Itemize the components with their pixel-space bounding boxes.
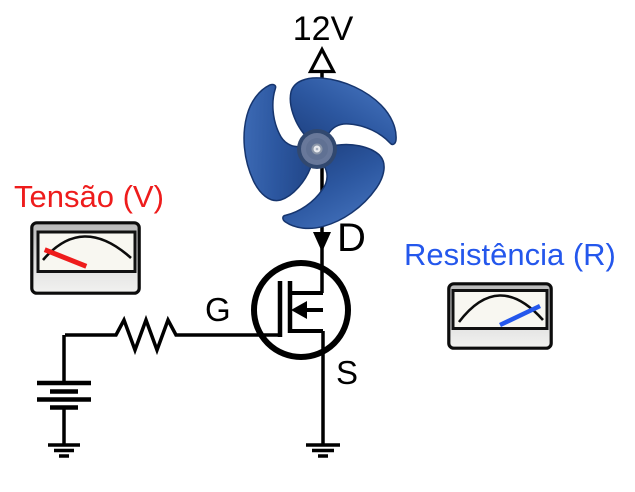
resistance-meter-icon — [447, 282, 553, 350]
gate-terminal-label: G — [205, 291, 231, 328]
fan-hub — [297, 129, 337, 169]
resistor-icon — [65, 314, 280, 356]
fan-icon — [243, 77, 397, 230]
ground-icon — [306, 443, 340, 458]
voltage-needle — [43, 247, 88, 269]
resistance-needle — [499, 303, 541, 328]
source-ground-branch — [306, 331, 340, 458]
supply-voltage-label: 12V — [292, 10, 354, 48]
resistance-meter-title: Resistência (R) — [404, 237, 616, 272]
source-terminal-label: S — [336, 354, 359, 391]
drain-terminal-label: D — [337, 216, 366, 260]
battery-branch — [37, 335, 91, 458]
mosfet-icon — [251, 260, 351, 360]
fan-blades — [243, 77, 397, 230]
voltage-meter-icon — [30, 221, 141, 295]
mosfet-arrow-icon — [291, 301, 307, 319]
supply-up-arrow-icon — [307, 46, 337, 74]
ground-icon — [48, 443, 80, 458]
drain-down-arrow-icon — [313, 232, 331, 252]
voltage-meter-title: Tensão (V) — [14, 179, 164, 214]
battery-icon — [37, 380, 91, 410]
